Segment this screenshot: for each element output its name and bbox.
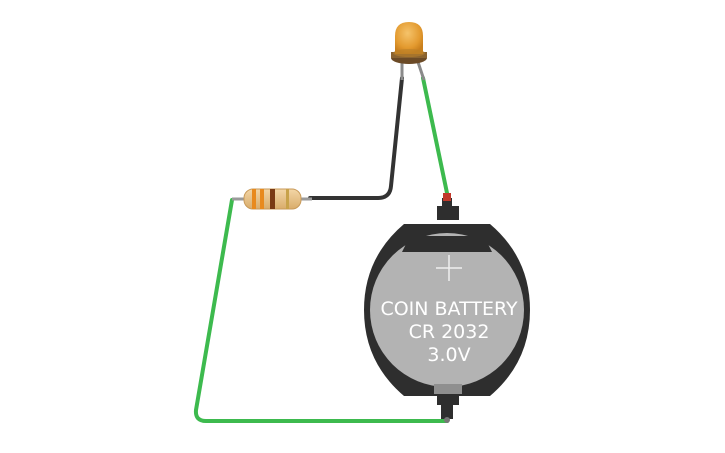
resistor-icon[interactable]: [232, 188, 312, 210]
battery-label-line3: 3.0V: [427, 344, 470, 366]
wire-green-top[interactable]: [421, 76, 449, 195]
plus-icon: [436, 255, 462, 281]
battery-label-line1: COIN BATTERY: [380, 298, 518, 320]
led-icon[interactable]: [391, 22, 427, 81]
battery-label-line2: CR 2032: [409, 321, 490, 343]
coin-battery-icon[interactable]: COIN BATTERY CR 2032 3.0V: [364, 193, 530, 423]
wire-green-bottom[interactable]: [193, 198, 449, 423]
wire-black[interactable]: [308, 76, 404, 200]
terminal-negative[interactable]: [441, 403, 453, 419]
terminal-positive[interactable]: [443, 193, 451, 201]
